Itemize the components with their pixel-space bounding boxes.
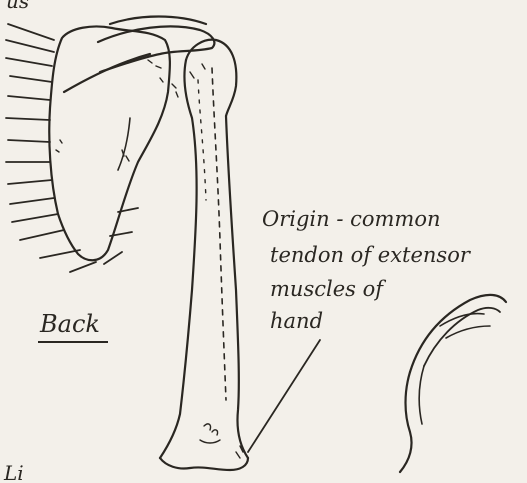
bottom-fragment-label: Li [3, 461, 24, 483]
back-label: Back [39, 310, 100, 338]
humerus-shaft-left [160, 60, 197, 458]
forearm-outline-outer [410, 295, 506, 372]
condyle-marks [200, 424, 243, 458]
annotation-line-4: hand [270, 309, 323, 333]
humerus-shaft-right [226, 116, 248, 458]
humerus-ridge-2 [198, 80, 206, 200]
scapula-outline [49, 26, 170, 260]
humerus-head-marks [172, 64, 205, 97]
top-fragment-label: us [6, 0, 29, 13]
clavicle-line [110, 17, 206, 25]
annotation-line-3: muscles of [270, 277, 386, 301]
annotation-line-2: tendon of extensor [270, 243, 472, 267]
forearm-inner-lower [419, 366, 424, 424]
leader-line [248, 340, 320, 452]
scapula-inner-line [118, 118, 130, 170]
annotation-line-1: Origin - common [262, 207, 441, 231]
humerus-distal-end [160, 458, 248, 470]
hatch-marks [6, 24, 138, 272]
forearm-lower-curve [400, 372, 412, 472]
humerus-ridge [212, 68, 226, 400]
